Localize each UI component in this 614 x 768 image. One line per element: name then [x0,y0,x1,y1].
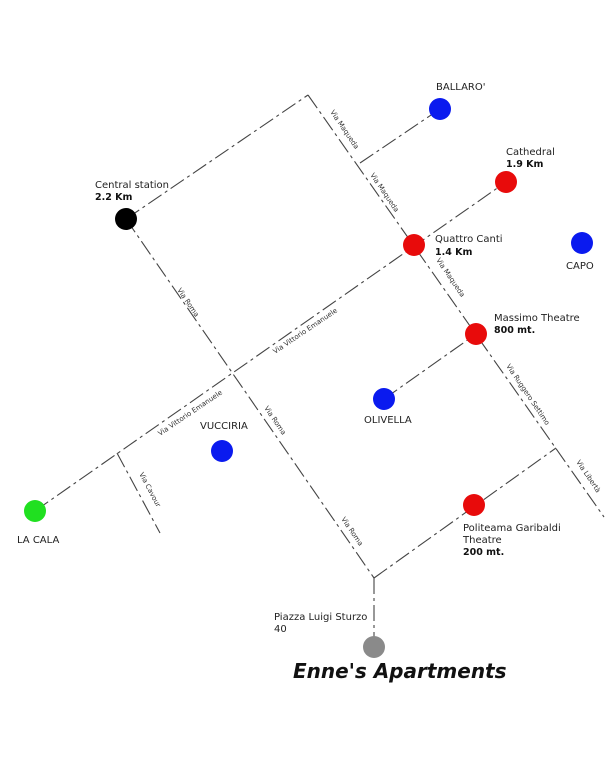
street-line-vittorio-emanuele [34,181,507,512]
street-label-roma-2: Via Roma [262,405,287,437]
street-label-cavour: Via Cavour [137,471,162,508]
home-marker[interactable] [363,636,385,658]
cathedral-distance: 1.9 Km [506,159,543,170]
street-line-politeama [373,447,557,579]
capo-label: CAPO [566,261,594,272]
street-line-ballaro-spur [359,108,441,164]
politeama-label-line1: Politeama Garibaldi [463,523,561,534]
massimo-marker[interactable] [465,323,487,345]
politeama-marker[interactable] [463,494,485,516]
olivella-marker[interactable] [373,388,395,410]
street-label-roma-1: Via Roma [175,287,200,319]
politeama-label-line2: Theatre [462,535,502,546]
place-labels: BALLARO' Cathedral 1.9 Km Central statio… [17,82,594,635]
central-station-distance: 2.2 Km [95,192,132,203]
street-line-central-ballaro [125,94,309,220]
cathedral-label: Cathedral [506,147,555,158]
central-station-marker[interactable] [115,208,137,230]
page-title: Enne's Apartments [293,659,507,683]
olivella-label: OLIVELLA [364,415,412,426]
massimo-label: Massimo Theatre [494,313,580,324]
street-label-maqueda-1: Via Maqueda [328,109,360,151]
home-address-line1: Piazza Luigi Sturzo [274,612,367,623]
street-label-maqueda-2: Via Maqueda [368,172,400,214]
politeama-distance: 200 mt. [463,547,504,558]
street-line-maqueda [307,94,605,518]
massimo-distance: 800 mt. [494,325,535,336]
ballaro-label: BALLARO' [436,82,485,93]
street-label-roma-3: Via Roma [339,516,364,548]
street-line-cavour [116,452,161,534]
la-cala-marker[interactable] [24,500,46,522]
home-address-line2: 40 [274,624,287,635]
ballaro-marker[interactable] [429,98,451,120]
street-label-ruggero-settimo: Via Ruggero Settimo [504,363,551,427]
markers [24,98,593,658]
vucciria-label: VUCCIRIA [200,421,248,432]
capo-marker[interactable] [571,232,593,254]
central-station-label: Central station [95,180,169,191]
la-cala-label: LA CALA [17,535,59,546]
street-network [34,94,605,647]
cathedral-marker[interactable] [495,171,517,193]
street-label-maqueda-3: Via Maqueda [434,257,466,299]
quattro-canti-label: Quattro Canti [435,234,503,245]
street-line-olivella-spur [383,333,477,400]
street-line-roma [125,218,375,579]
quattro-canti-distance: 1.4 Km [435,247,472,258]
street-label-vittorio-emanuele-2: Via Vittorio Emanuele [272,307,339,356]
street-label-liberta: Via Libertà [574,459,602,495]
quattro-canti-marker[interactable] [403,234,425,256]
vucciria-marker[interactable] [211,440,233,462]
